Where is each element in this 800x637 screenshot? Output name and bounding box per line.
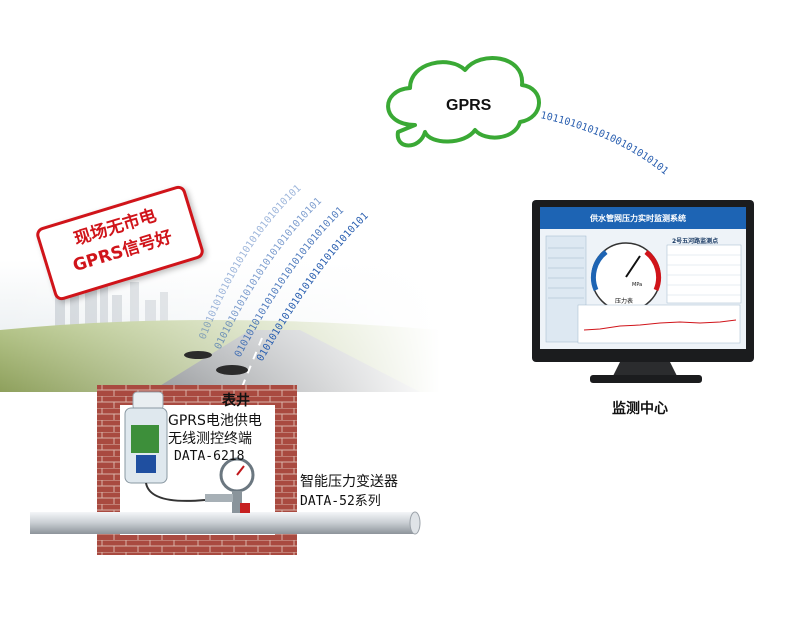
cloud-label: GPRS	[446, 97, 492, 114]
monitor-gauge-label: 压力表	[615, 298, 634, 305]
terminal-label: GPRS电池供电 无线测控终端 DATA-6218	[168, 412, 262, 466]
wireless-terminal-device	[124, 391, 206, 502]
monitor-screen-title: 供水管网压力实时监测系统	[590, 214, 686, 223]
transmitter-label: 智能压力变送器 DATA-52系列	[300, 472, 398, 512]
scenery	[0, 255, 440, 395]
monitor-gauge-unit: MPa	[632, 282, 643, 288]
pressure-transmitter	[205, 457, 255, 513]
terminal-label-line-2: 无线测控终端	[168, 431, 252, 447]
transmitter-label-line-1: 智能压力变送器	[300, 474, 398, 490]
terminal-model: DATA-6218	[174, 449, 245, 464]
gprs-cloud	[386, 56, 541, 148]
binary-stream-right: 10110101010100101010101	[539, 110, 670, 177]
monitor-panel-title: 2号五河路监测点	[672, 238, 719, 245]
water-pipe	[30, 511, 421, 535]
transmitter-model: DATA-52系列	[300, 494, 381, 509]
well-label: 表井	[222, 393, 250, 409]
monitor	[532, 200, 754, 383]
monitoring-center-label: 监测中心	[612, 401, 668, 417]
terminal-label-line-1: GPRS电池供电	[168, 413, 262, 429]
